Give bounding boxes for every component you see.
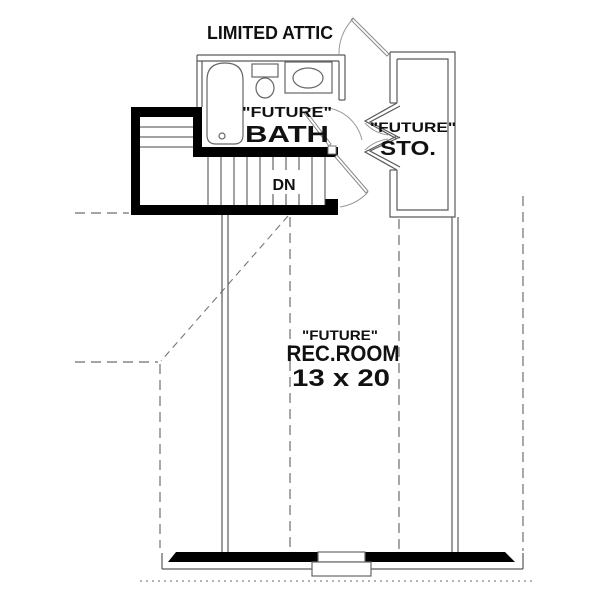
attic-door-leaf <box>350 17 390 57</box>
doors <box>303 17 401 208</box>
stairs-dn-label: DN <box>272 177 295 194</box>
toilet-tank <box>251 63 279 78</box>
bottom-exterior-wall <box>140 551 535 582</box>
storage-bifold-upper-inner <box>368 105 401 139</box>
door-hinge-block <box>327 145 337 155</box>
bath-walls <box>196 54 346 107</box>
dn-label-backing <box>266 170 302 194</box>
storage-room-label: STO. <box>380 138 436 160</box>
window-sill <box>311 561 372 577</box>
rec-room-side-walls <box>221 215 459 553</box>
storage-bifold-lower <box>363 135 398 171</box>
rec-room-label: REC.ROOM <box>287 341 400 366</box>
rec-room-dimensions-label: 13 x 20 <box>292 365 390 392</box>
sink-basin <box>292 67 324 89</box>
toilet-bowl <box>255 77 275 99</box>
bath-qualifier-label: "FUTURE" <box>242 104 332 121</box>
storage-bifold-lower-inner <box>368 136 401 168</box>
storage-qualifier-label: "FUTURE" <box>370 119 456 135</box>
stair-door-swing-arc <box>339 191 369 208</box>
stair-door-leaf <box>334 154 369 194</box>
rec-room-qualifier-label: "FUTURE" <box>302 327 378 343</box>
stairs <box>140 126 326 205</box>
attic-door-swing-arc <box>338 18 354 56</box>
attic-boundary-dashed-lines <box>75 196 524 551</box>
bathtub <box>206 62 244 145</box>
labels: LIMITED ATTIC "FUTURE" BATH DN "FUTURE" … <box>207 23 456 392</box>
storage-bifold-upper <box>363 102 398 140</box>
window <box>317 551 366 563</box>
bath-door-leaf <box>303 110 332 147</box>
storage-bifold-arc-lower <box>364 138 389 151</box>
storage-bifold-arc-upper <box>364 122 389 136</box>
bathtub-drain <box>218 132 226 140</box>
bath-fixtures <box>206 61 333 145</box>
bath-door-swing-arc <box>308 106 363 141</box>
bath-room-label: BATH <box>245 121 329 147</box>
plan-title: LIMITED ATTIC <box>207 23 333 43</box>
stair-enclosure-walls <box>131 107 338 215</box>
storage-walls <box>389 51 456 218</box>
